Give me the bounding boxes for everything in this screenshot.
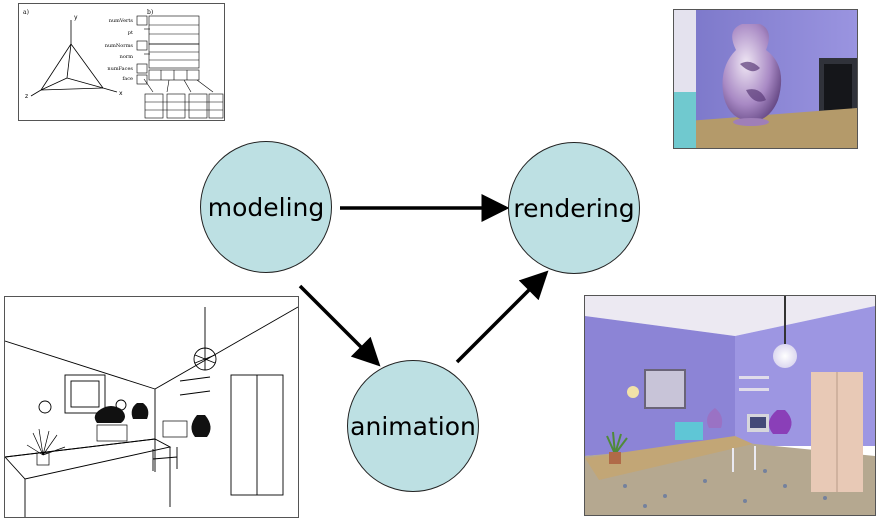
wireframe-room-image — [4, 296, 299, 518]
animation-label: animation — [350, 411, 476, 441]
rendered-scene-svg — [585, 296, 875, 515]
panel-a-label: a) — [23, 9, 29, 16]
modeling-label: modeling — [207, 192, 325, 222]
axis-z-label: z — [25, 93, 28, 100]
field-label: norm — [120, 54, 134, 60]
arrow-modeling-to-animation — [298, 284, 381, 367]
wireframe-scene-svg — [5, 306, 298, 517]
modeling-node: modeling — [200, 141, 332, 273]
field-label: numNorms — [105, 43, 134, 49]
vase-render-image — [673, 9, 858, 149]
arrow-animation-to-rendering — [455, 270, 549, 364]
mesh-data-structure-image: a) b) y z x numVerts pt numNorms norm nu… — [18, 3, 225, 121]
animation-node: animation — [347, 360, 479, 492]
vase-scene-svg — [674, 10, 857, 148]
rendering-node: rendering — [508, 142, 640, 274]
mesh-diagram-svg: a) b) y z x numVerts pt numNorms norm nu… — [23, 9, 224, 119]
axis-y-label: y — [74, 14, 78, 21]
rendering-label: rendering — [513, 193, 635, 223]
axis-x-label: x — [119, 90, 123, 97]
field-label: numVerts — [109, 18, 134, 24]
rendered-room-image — [584, 295, 876, 516]
field-label: pt — [128, 30, 133, 36]
panel-b-label: b) — [147, 9, 153, 16]
field-label: face — [122, 76, 133, 82]
field-label: numFaces — [107, 66, 133, 72]
